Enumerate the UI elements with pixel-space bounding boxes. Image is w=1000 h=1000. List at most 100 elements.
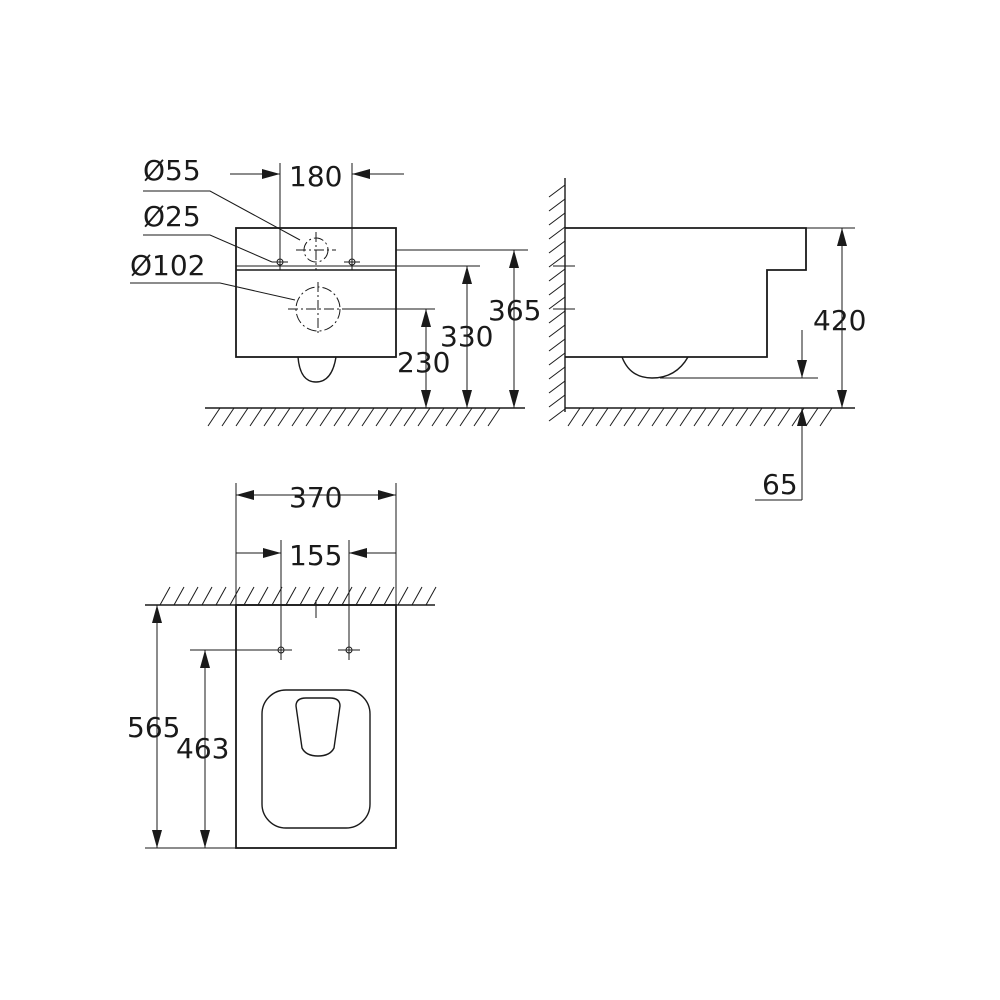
floor-hatch-stroke (609, 407, 623, 427)
arrow-155-left (263, 548, 281, 558)
wall-hatch-stroke (548, 268, 566, 282)
floor-hatch-stroke (291, 407, 305, 427)
top-view: 370 155 565 463 (127, 481, 437, 849)
floor-hatch-stroke (707, 407, 721, 427)
wall-hatch-stroke (285, 586, 297, 606)
wall-hatch-stroke (327, 586, 339, 606)
wall-hatch-stroke (173, 586, 185, 606)
floor-hatch-stroke (749, 407, 763, 427)
floor-hatch-stroke (595, 407, 609, 427)
wall-hatch-stroke (187, 586, 199, 606)
wall-hatch-stroke (548, 394, 566, 408)
top-fixing-left (270, 640, 292, 660)
wall-hatch-stroke (548, 254, 566, 268)
label-dia-25: Ø25 (143, 200, 201, 233)
label-dim-420: 420 (813, 304, 866, 337)
floor-hatch-stroke (445, 407, 459, 427)
label-dim-230: 230 (397, 346, 450, 379)
floor-hatch-stroke (249, 407, 263, 427)
floor-hatch-stroke (763, 407, 777, 427)
side-outlet-bulge (621, 356, 689, 379)
floor-hatch-stroke (277, 407, 291, 427)
fixing-hole-right (344, 254, 360, 270)
wall-hatch-stroke (548, 226, 566, 240)
floor-hatch-stroke (221, 407, 235, 427)
floor-hatch-stroke (805, 407, 819, 427)
wall-hatch-stroke (548, 408, 566, 422)
arrow-565-top (152, 605, 162, 623)
leader-dia-25 (143, 234, 273, 263)
floor-hatch-stroke (333, 407, 347, 427)
toilet-top-body (235, 604, 397, 849)
arrow-370-right (378, 490, 396, 500)
label-dim-65: 65 (762, 468, 798, 501)
floor-hatch-stroke (487, 407, 501, 427)
floor-hatch-stroke (459, 407, 473, 427)
floor-hatch-stroke (431, 407, 445, 427)
arrow-230-bottom (421, 390, 431, 408)
floor-hatch-stroke (735, 407, 749, 427)
floor-hatch-stroke (389, 407, 403, 427)
floor-hatch-stroke (375, 407, 389, 427)
toilet-front-body (235, 227, 397, 358)
top-fixing-right (338, 640, 360, 660)
arrow-330-bottom (462, 390, 472, 408)
label-dim-180: 180 (289, 160, 342, 193)
wall-hatch-stroke (229, 586, 241, 606)
arrow-365-bottom (509, 390, 519, 408)
wall-hatch-stroke (548, 212, 566, 226)
wall-hatch-stroke (355, 586, 367, 606)
outlet-bulge (297, 356, 337, 383)
side-floor-hatch (567, 407, 833, 427)
floor-hatch-stroke (263, 407, 277, 427)
wall-hatch-stroke (299, 586, 311, 606)
label-dim-565: 565 (127, 711, 180, 744)
floor-hatch-stroke (235, 407, 249, 427)
wall-hatch-stroke (369, 586, 381, 606)
label-dia-102: Ø102 (130, 249, 205, 282)
floor-hatch-stroke (305, 407, 319, 427)
side-view: 420 65 (548, 178, 866, 501)
floor-hatch-stroke (473, 407, 487, 427)
floor-hatch-stroke (819, 407, 833, 427)
floor-hatch-stroke (665, 407, 679, 427)
arrow-463-top (200, 650, 210, 668)
floor-hatch-stroke (777, 407, 791, 427)
toilet-seat (261, 689, 371, 829)
label-dim-155: 155 (289, 539, 342, 572)
front-view: Ø55 Ø25 Ø102 180 365 330 230 (130, 154, 541, 427)
arrow-420-top (837, 228, 847, 246)
wall-hatch-stroke (548, 366, 566, 380)
floor-hatch-stroke (403, 407, 417, 427)
arrow-180-left (262, 169, 280, 179)
floor-hatch-stroke (207, 407, 221, 427)
floor-hatch-stroke (567, 407, 581, 427)
leader-dia-102 (130, 282, 296, 301)
floor-hatch-stroke (347, 407, 361, 427)
floor-hatch (207, 407, 501, 427)
fixing-hole-left (272, 254, 288, 270)
label-dim-370: 370 (289, 481, 342, 514)
floor-hatch-stroke (721, 407, 735, 427)
wall-hatch-stroke (548, 338, 566, 352)
label-dim-463: 463 (176, 732, 229, 765)
wall-hatch-stroke (548, 184, 566, 198)
wall-hatch-stroke (271, 586, 283, 606)
floor-hatch-stroke (637, 407, 651, 427)
floor-hatch-stroke (361, 407, 375, 427)
wall-hatch-stroke (548, 240, 566, 254)
wall-hatch-stroke (548, 282, 566, 296)
wall-hatch-stroke (243, 586, 255, 606)
wall-hatch-stroke (548, 324, 566, 338)
floor-hatch-stroke (679, 407, 693, 427)
wall-hatch-stroke (383, 586, 395, 606)
arrow-365-top (509, 250, 519, 268)
label-dim-330: 330 (440, 320, 493, 353)
wall-hatch-stroke (257, 586, 269, 606)
arrow-330-top (462, 266, 472, 284)
floor-hatch-stroke (651, 407, 665, 427)
leader-dia-55 (143, 190, 301, 241)
wall-hatch-stroke (548, 296, 566, 310)
label-dim-365: 365 (488, 294, 541, 327)
